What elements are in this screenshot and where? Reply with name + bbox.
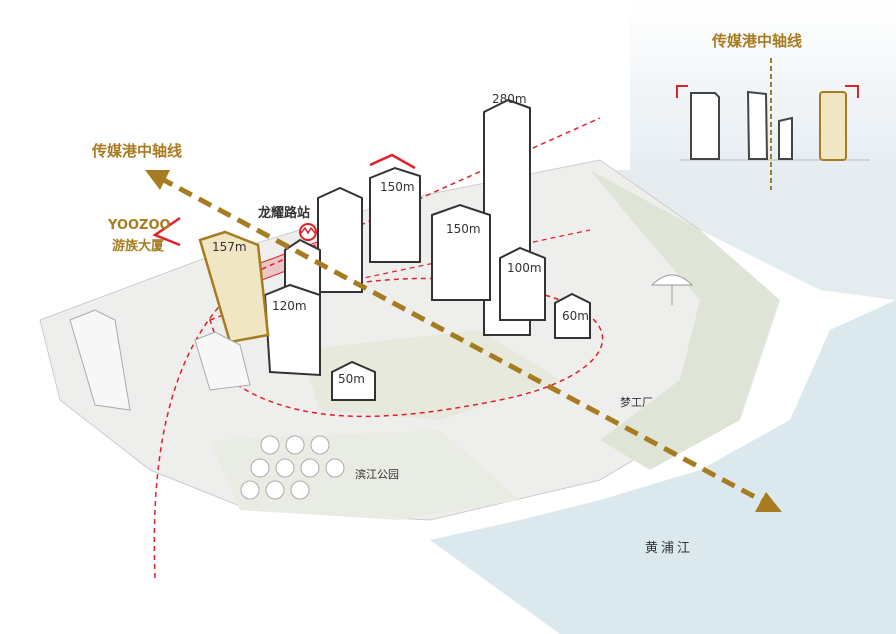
height-280: 280m [492,92,527,106]
park-area [210,430,520,520]
river-label: 黄浦江 [645,541,694,556]
yoozoo-height: 157m [212,240,247,254]
height-120: 120m [272,299,307,313]
inset-axis-title: 传媒港中轴线 [712,32,803,50]
height-150b: 150m [446,222,481,236]
view-bracket-yoozoo [152,216,181,247]
dreamworks-label: 梦工厂 [620,396,653,409]
metro-line [153,117,601,579]
tower-60 [554,292,591,339]
height-150a: 150m [380,180,415,194]
height-50: 50m [338,372,365,386]
inset-skyline [630,0,896,190]
storage-tanks [240,435,345,500]
tower-120 [263,283,321,377]
axis-arrowhead-nw [145,170,170,190]
axis-title: 传媒港中轴线 [92,142,183,160]
tower-100 [499,246,546,321]
left-towers [69,309,251,411]
yoozoo-tower [198,230,270,344]
green-belt [590,170,780,470]
yoozoo-name-en: YOOZOO [108,218,171,233]
tower-150a [369,166,421,263]
axis-arrowhead-se [755,492,782,512]
view-bracket-150 [369,153,416,170]
river-far [600,170,896,300]
central-axis-arrow [158,175,772,508]
dreamworks-dome [650,274,694,305]
river [430,300,896,634]
tower-150b [431,203,491,301]
park-label: 滨江公园 [355,468,399,481]
yoozoo-name-cn: 游族大厦 [112,239,165,254]
height-100: 100m [507,261,542,275]
station-label: 龙耀路站 [258,206,311,221]
tower-50 [331,360,376,401]
height-60: 60m [562,309,589,323]
